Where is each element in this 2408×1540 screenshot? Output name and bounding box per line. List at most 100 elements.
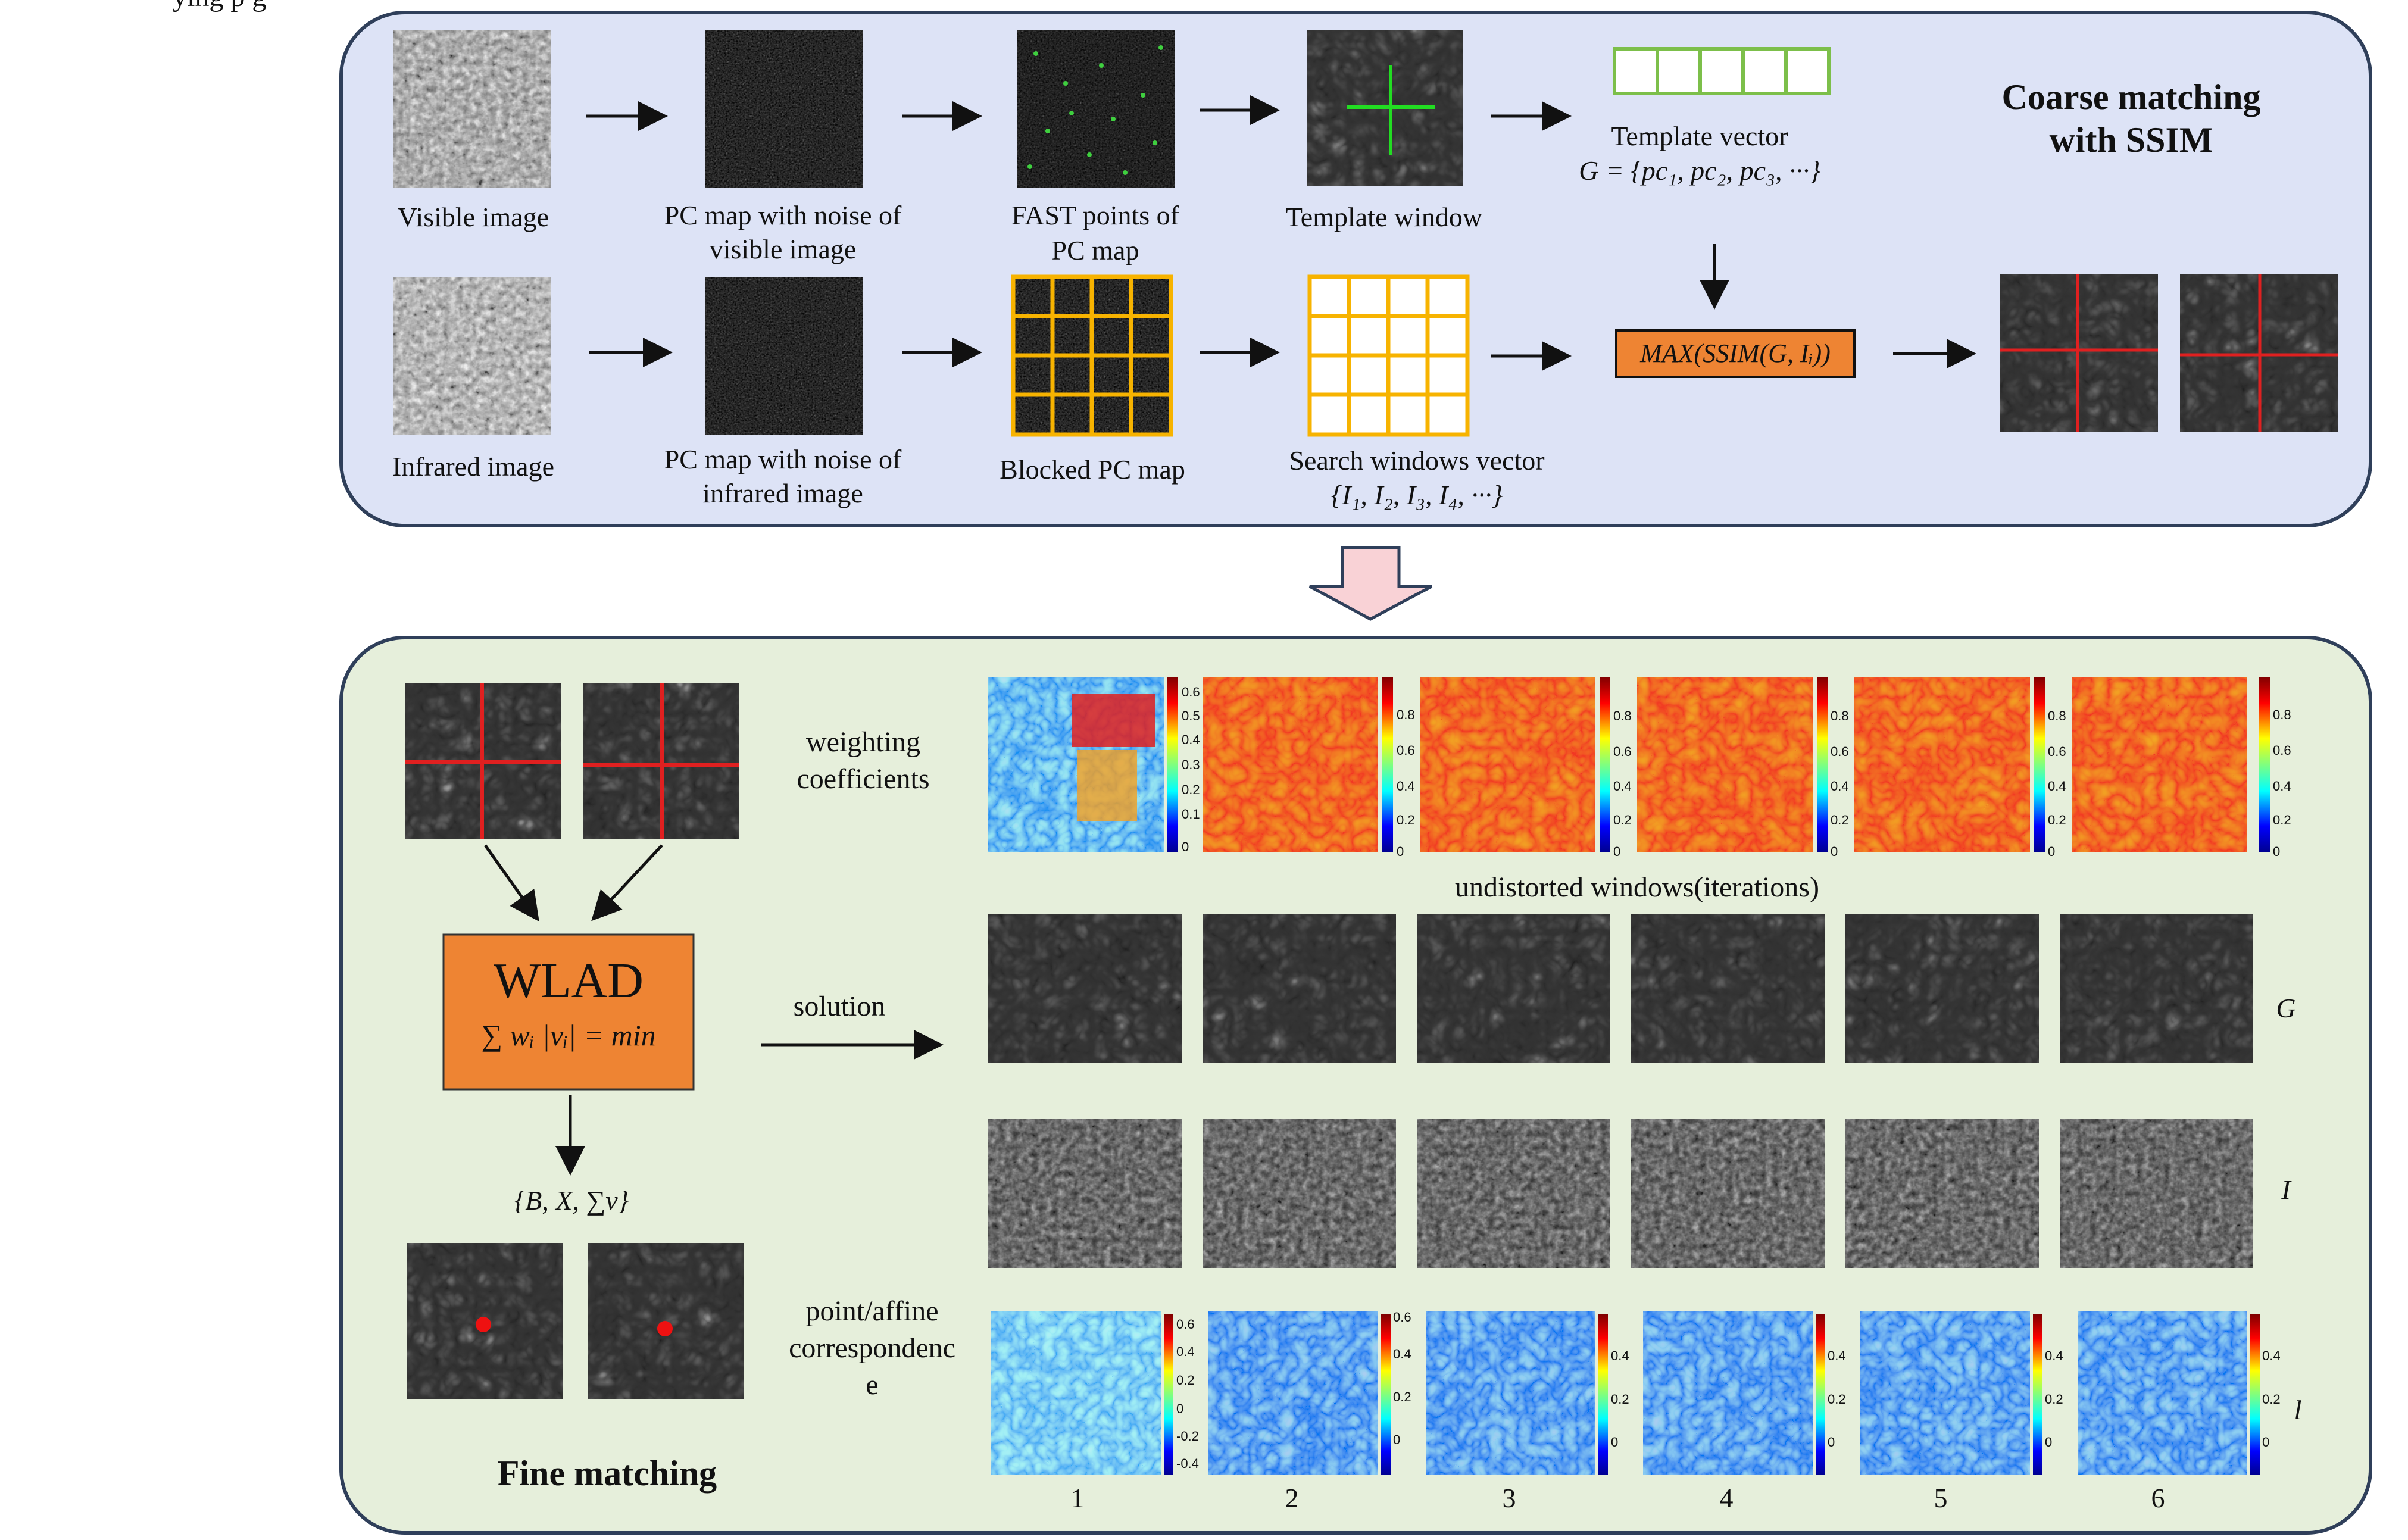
iteration-label-1: 1: [1070, 1483, 1085, 1513]
weighting-label-1: weighting: [806, 726, 920, 758]
lcb1-tick-3: 0: [1176, 1401, 1184, 1416]
coarse-title-line2: with SSIM: [2049, 120, 2213, 160]
lcb4-tick-1: 0.2: [1828, 1392, 1846, 1407]
top-cut-text: ying p g: [173, 0, 266, 14]
solution-label: solution: [793, 991, 886, 1022]
fine-input-right: [583, 683, 739, 839]
weighting-heatmap-2: [1203, 677, 1393, 852]
coarse-result-left: [2000, 274, 2158, 432]
cb1-tick-4: 0.2: [1182, 782, 1200, 797]
lcb1-tick-2: 0.2: [1176, 1373, 1195, 1388]
g-row-windows: [988, 914, 2253, 1063]
cb4-tick-4: 0: [1831, 844, 1838, 859]
iteration-label-4: 4: [1719, 1483, 1734, 1513]
lcb3-tick-1: 0.2: [1611, 1392, 1629, 1407]
pc-map-visible-thumb: [705, 30, 863, 188]
cb5-tick-0: 0.8: [2048, 708, 2066, 723]
search-windows-label-1: Search windows vector: [1289, 445, 1545, 476]
weighting-heatmap-5: [1854, 677, 2045, 852]
cb1-tick-2: 0.4: [1182, 732, 1200, 747]
cb4-tick-2: 0.4: [1831, 779, 1849, 794]
search-windows-label-2: {I₁, I₂, I₃, I₄, ···}: [1331, 480, 1503, 510]
cb1-tick-5: 0.1: [1182, 807, 1200, 821]
cb2-tick-2: 0.4: [1397, 779, 1415, 794]
transition-arrow: [1308, 546, 1433, 621]
infrared-image-label: Infrared image: [392, 451, 554, 482]
cb2-tick-4: 0: [1397, 844, 1404, 859]
iteration-label-6: 6: [2151, 1483, 2165, 1513]
fine-arrows: [483, 844, 944, 1176]
cb5-tick-4: 0: [2048, 844, 2056, 859]
search-windows-grid: [1307, 274, 1470, 437]
cb3-tick-3: 0.2: [1613, 813, 1632, 827]
lcb4-tick-0: 0.4: [1828, 1348, 1846, 1363]
wlad-title: WLAD: [494, 953, 644, 1008]
lcb6-tick-2: 0: [2262, 1435, 2270, 1450]
pc-map-infrared-thumb: [705, 277, 863, 435]
fast-points-label-1: FAST points of: [1011, 200, 1180, 230]
point-affine-label-2: correspondenc: [789, 1332, 955, 1364]
pc-noise-infrared-label-2: infrared image: [702, 478, 863, 508]
lcb2-tick-3: 0: [1393, 1432, 1401, 1447]
l-row-heatmaps: [991, 1311, 2260, 1475]
fine-output-left: [407, 1243, 563, 1399]
infrared-image-thumb: [393, 277, 551, 435]
lcb1-tick-5: -0.4: [1176, 1456, 1199, 1471]
cb4-tick-0: 0.8: [1831, 708, 1849, 723]
cb2-tick-3: 0.2: [1397, 813, 1415, 827]
template-vector-boxes: [1613, 47, 1831, 95]
result-set-label: {B, X, ∑v}: [514, 1185, 629, 1216]
weighting-heatmap-3: [1420, 677, 1610, 852]
cb5-tick-1: 0.6: [2048, 744, 2066, 759]
fast-points-label-2: PC map: [1051, 235, 1139, 265]
cb5-tick-3: 0.2: [2048, 813, 2066, 827]
cb2-tick-0: 0.8: [1397, 707, 1415, 722]
pc-noise-visible-label-2: visible image: [709, 234, 857, 264]
lcb1-tick-1: 0.4: [1176, 1344, 1195, 1359]
lcb3-tick-2: 0: [1611, 1435, 1619, 1450]
row-label-G: G: [2276, 993, 2296, 1023]
cb6-tick-4: 0: [2273, 844, 2281, 859]
blocked-pc-map-thumb: [1011, 274, 1173, 437]
template-formula: G = {pc₁, pc₂, pc₃, ···}: [1579, 155, 1820, 186]
cb4-tick-3: 0.2: [1831, 813, 1849, 827]
coarse-matching-panel: [339, 11, 2372, 527]
lcb4-tick-2: 0: [1828, 1435, 1835, 1450]
row-label-I: I: [2281, 1174, 2291, 1205]
cb3-tick-2: 0.4: [1613, 779, 1632, 794]
lcb5-tick-1: 0.2: [2045, 1392, 2063, 1407]
fine-matching-title: Fine matching: [497, 1454, 717, 1493]
cb1-tick-3: 0.3: [1182, 757, 1200, 772]
blocked-pc-map-label: Blocked PC map: [1000, 454, 1185, 485]
cb1-tick-0: 0.6: [1182, 685, 1200, 699]
cb6-tick-2: 0.4: [2273, 779, 2291, 794]
cb1-tick-6: 0: [1182, 839, 1189, 854]
fine-output-right: [588, 1243, 744, 1399]
pc-noise-visible-label-1: PC map with noise of: [664, 200, 902, 230]
lcb1-tick-4: -0.2: [1176, 1429, 1199, 1444]
pc-noise-infrared-label-1: PC map with noise of: [664, 444, 902, 474]
cb2-tick-1: 0.6: [1397, 743, 1415, 758]
cb3-tick-4: 0: [1613, 844, 1621, 859]
wlad-formula: ∑ wᵢ |vᵢ| = min: [481, 1019, 656, 1052]
lcb2-tick-2: 0.2: [1393, 1389, 1411, 1404]
weighting-label-2: coefficients: [797, 763, 930, 795]
undistorted-label: undistorted windows(iterations): [1455, 871, 1819, 903]
weighting-heatmap-4: [1637, 677, 1828, 852]
row-label-l: l: [2294, 1395, 2302, 1425]
iteration-label-3: 3: [1502, 1483, 1516, 1513]
cb3-tick-1: 0.6: [1613, 744, 1632, 759]
coarse-result-right: [2180, 274, 2338, 432]
lcb6-tick-1: 0.2: [2262, 1392, 2281, 1407]
lcb2-tick-1: 0.4: [1393, 1347, 1411, 1361]
cb6-tick-0: 0.8: [2273, 707, 2291, 722]
max-ssim-label: MAX(SSIM(G, Iᵢ)): [1640, 339, 1831, 368]
fast-points-thumb: [1017, 30, 1175, 188]
cb6-tick-3: 0.2: [2273, 813, 2291, 827]
lcb5-tick-0: 0.4: [2045, 1348, 2063, 1363]
coarse-title-line1: Coarse matching: [2001, 77, 2261, 117]
point-affine-label-1: point/affine: [805, 1295, 939, 1327]
template-vector-label: Template vector: [1611, 121, 1788, 151]
